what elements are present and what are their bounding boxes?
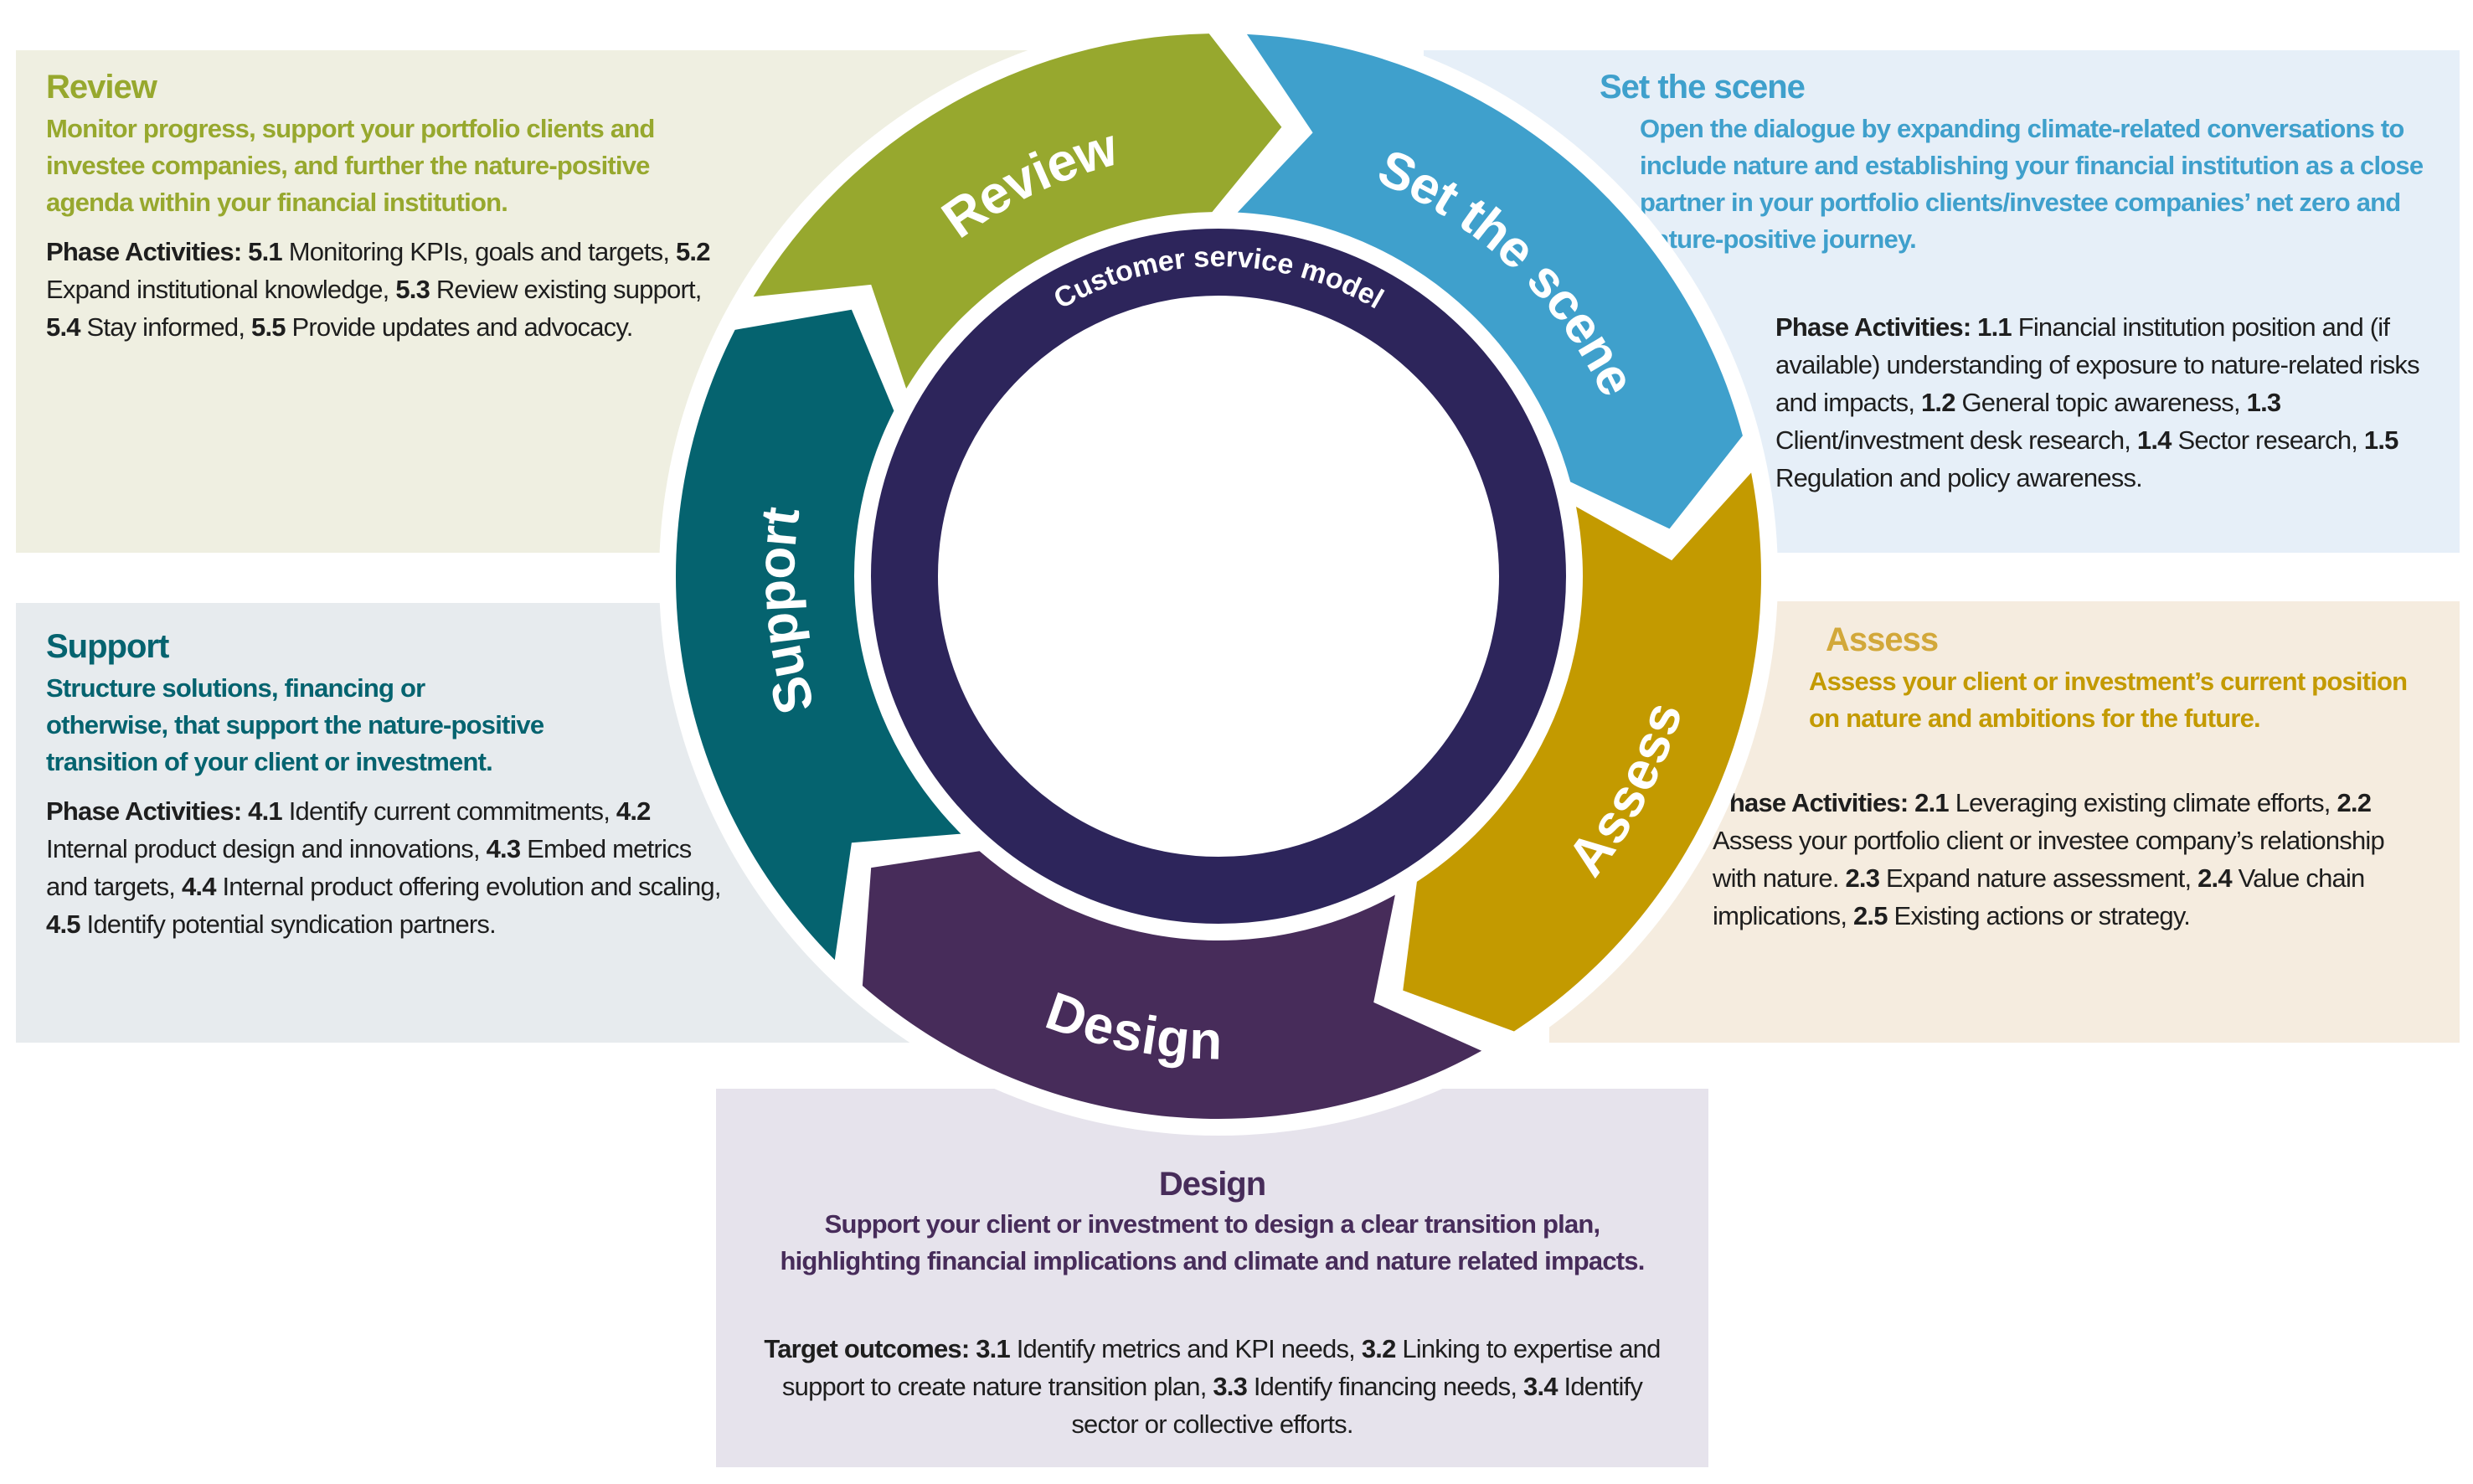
activities-label: Phase Activities: xyxy=(1713,788,1915,817)
activity-number: 4.3 xyxy=(486,834,528,863)
activities-label: Phase Activities: xyxy=(46,237,249,266)
review-summary: Monitor progress, support your portfolio… xyxy=(46,114,655,217)
activity-number: 4.5 xyxy=(46,909,87,939)
activity-text: Leveraging existing climate efforts, xyxy=(1955,788,2337,817)
activity-text: Review existing support, xyxy=(435,275,703,304)
activity-text: Linking to expertise and support to crea… xyxy=(781,1334,1661,1401)
review-title: Review xyxy=(46,69,157,106)
segment-set-the-scene xyxy=(1237,33,1743,529)
activity-text: Regulation and policy awareness. xyxy=(1775,463,2143,492)
activity-number: 5.4 xyxy=(46,312,87,342)
activity-text: Identify potential syndication partners. xyxy=(86,909,497,939)
activity-number: 2.5 xyxy=(1852,901,1894,930)
segment-assess xyxy=(1403,472,1761,1032)
assess-activities: Phase Activities: 2.1 Leveraging existin… xyxy=(1713,784,2416,935)
segment-support xyxy=(676,309,961,961)
design-summary: Support your client or investment to des… xyxy=(780,1209,1645,1275)
assess-summary: Assess your client or investment’s curre… xyxy=(1809,667,2408,733)
design-title: Design xyxy=(1158,1166,1266,1203)
activity-number: 1.4 xyxy=(2136,425,2178,455)
activity-number: 1.3 xyxy=(2246,388,2281,417)
support-summary: Structure solutions, financing or otherw… xyxy=(46,673,544,776)
activities-label: Target outcomes: xyxy=(764,1334,976,1363)
set-the-scene-activities: Phase Activities: 1.1 Financial institut… xyxy=(1775,308,2437,497)
activity-text: Client/investment desk research, xyxy=(1775,425,2137,455)
activity-number: 5.3 xyxy=(395,275,436,304)
activity-text: General topic awareness, xyxy=(1961,388,2247,417)
activity-text: Identify metrics and KPI needs, xyxy=(1016,1334,1362,1363)
support-activities: Phase Activities: 4.1 Identify current c… xyxy=(46,792,733,943)
activity-number: 1.2 xyxy=(1920,388,1962,417)
activity-text: Monitoring KPIs, goals and targets, xyxy=(288,237,676,266)
activity-number: 5.5 xyxy=(251,312,292,342)
activity-number: 2.4 xyxy=(2197,863,2239,893)
activity-number: 2.1 xyxy=(1914,788,1955,817)
segment-review xyxy=(753,33,1282,389)
activity-number: 3.1 xyxy=(976,1334,1017,1363)
segment-design xyxy=(862,851,1482,1120)
activity-number: 2.2 xyxy=(2336,788,2372,817)
activity-number: 5.1 xyxy=(248,237,289,266)
activities-label: Phase Activities: xyxy=(1775,312,1978,342)
activity-text: Expand institutional knowledge, xyxy=(46,275,396,304)
activity-text: Identify sector or collective efforts. xyxy=(1071,1372,1643,1439)
activity-number: 3.2 xyxy=(1361,1334,1403,1363)
activity-text: Financial institution position and (if a… xyxy=(1775,312,2420,417)
activity-text: Assess your portfolio client or investee… xyxy=(1713,826,2385,893)
activity-text: Embed metrics and targets, xyxy=(46,834,692,901)
activity-text: Provide updates and advocacy. xyxy=(291,312,634,342)
activity-text: Internal product design and innovations, xyxy=(46,834,487,863)
review-activities: Phase Activities: 5.1 Monitoring KPIs, g… xyxy=(46,233,733,346)
activity-number: 1.1 xyxy=(1977,312,2018,342)
set-the-scene-summary: Open the dialogue by expanding climate-r… xyxy=(1640,114,2424,254)
activity-text: Expand nature assessment, xyxy=(1885,863,2198,893)
activity-number: 4.2 xyxy=(616,796,651,826)
support-title: Support xyxy=(46,628,169,665)
activity-text: Sector research, xyxy=(2177,425,2364,455)
activity-text: Existing actions or strategy. xyxy=(1893,901,2191,930)
activity-number: 4.1 xyxy=(248,796,289,826)
center-ring xyxy=(871,229,1566,924)
activity-number: 3.3 xyxy=(1213,1372,1254,1401)
activity-text: Internal product offering evolution and … xyxy=(222,872,721,901)
set-the-scene-panel: Set the scene Open the dialogue by expan… xyxy=(1424,50,2460,553)
activity-text: Identify financing needs, xyxy=(1253,1372,1523,1401)
design-panel: Design Support your client or investment… xyxy=(716,1089,1708,1467)
activity-number: 3.4 xyxy=(1523,1372,1564,1401)
design-activities: Target outcomes: 3.1 Identify metrics an… xyxy=(758,1330,1667,1443)
activity-number: 4.4 xyxy=(181,872,223,901)
activity-number: 2.3 xyxy=(1845,863,1886,893)
activity-text: Stay informed, xyxy=(86,312,251,342)
activity-number: 5.2 xyxy=(675,237,710,266)
activity-number: 1.5 xyxy=(2363,425,2398,455)
assess-title: Assess xyxy=(1826,621,1939,658)
activity-text: Identify current commitments, xyxy=(288,796,616,826)
activities-label: Phase Activities: xyxy=(46,796,249,826)
set-the-scene-title: Set the scene xyxy=(1600,69,1806,106)
activity-text: Value chain implications, xyxy=(1713,863,2365,930)
